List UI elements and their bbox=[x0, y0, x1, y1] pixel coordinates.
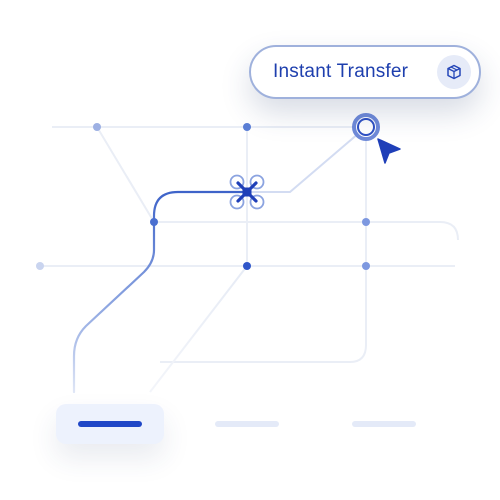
tab-3[interactable] bbox=[352, 421, 416, 427]
grid-line bbox=[160, 266, 367, 363]
tab-indicator bbox=[78, 421, 142, 427]
map-grid-lines bbox=[40, 126, 459, 393]
route-segment bbox=[246, 126, 367, 193]
route-segment bbox=[72, 190, 249, 394]
instant-transfer-label: Instant Transfer bbox=[273, 61, 409, 82]
station-dot[interactable] bbox=[243, 123, 251, 131]
station-dot[interactable] bbox=[243, 262, 251, 270]
stations bbox=[36, 123, 370, 270]
grid-line bbox=[96, 126, 155, 223]
instant-transfer-button[interactable]: Instant Transfer bbox=[249, 45, 481, 99]
tab-2[interactable] bbox=[215, 421, 279, 427]
station-dot[interactable] bbox=[362, 262, 370, 270]
interchange-node[interactable] bbox=[229, 174, 265, 210]
pointer-cursor-icon bbox=[377, 138, 401, 164]
tab-1[interactable] bbox=[56, 404, 164, 444]
active-route bbox=[72, 126, 367, 394]
station-dot[interactable] bbox=[36, 262, 44, 270]
station-dot[interactable] bbox=[362, 218, 370, 226]
station-dot[interactable] bbox=[93, 123, 101, 131]
grid-line bbox=[154, 221, 459, 241]
station-dot[interactable] bbox=[150, 218, 158, 226]
cube-icon bbox=[437, 55, 471, 89]
grid-line bbox=[149, 265, 248, 393]
destination-station[interactable] bbox=[352, 113, 380, 141]
